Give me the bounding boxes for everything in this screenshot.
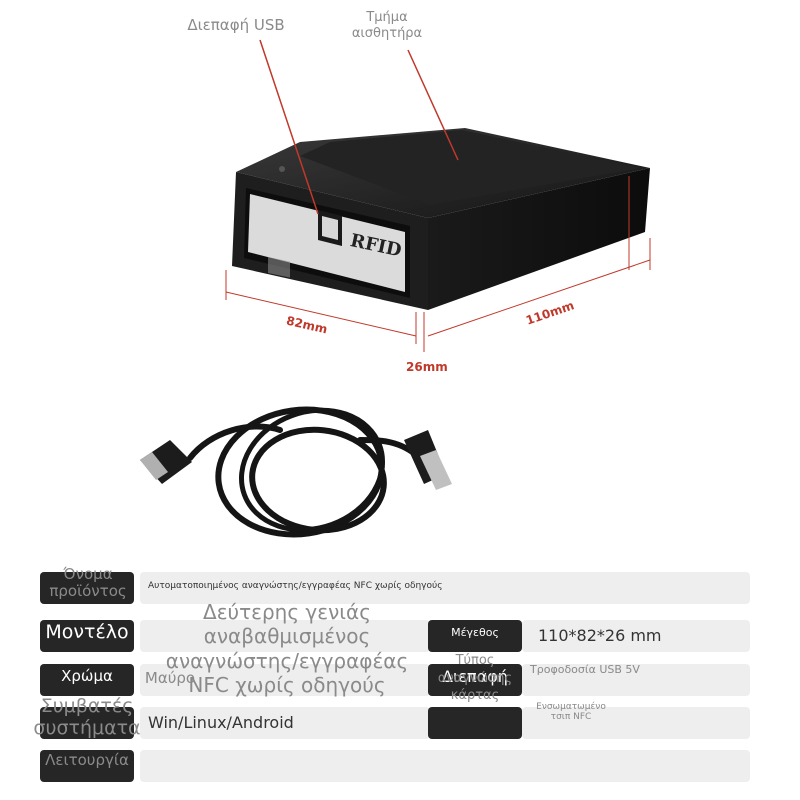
card-type-label: Τύπος αναγνώσης κάρτας	[437, 653, 513, 704]
label-tag-function	[40, 750, 134, 782]
height-dimension: 26mm	[406, 360, 448, 374]
compatible-systems-label: Συμβατές συστήματα	[33, 695, 141, 739]
label-tag-color	[40, 664, 134, 696]
interface-label: Διεπαφή	[442, 667, 508, 686]
product-name-value: Αυτοματοποιημένος αναγνώστης/εγγραφέας N…	[148, 581, 443, 591]
usb-b-connector	[140, 440, 192, 484]
sensor-area-callout: Τμήμα αισθητήρα	[351, 10, 423, 42]
size-label: Μέγεθος	[451, 626, 499, 639]
usb-a-connector	[404, 430, 452, 490]
color-value: Μαύρο	[144, 669, 196, 687]
sensor-callout-line	[407, 49, 459, 161]
spec-row-size-bar	[522, 620, 750, 652]
spec-row-interface-bar	[522, 664, 750, 696]
label-tag-interface	[428, 664, 522, 696]
spec-row-cardtype-bar	[522, 707, 750, 739]
compatible-systems-value: Win/Linux/Android	[148, 713, 294, 732]
usb-callout-line	[259, 39, 319, 215]
spec-row-model-bar	[140, 620, 430, 652]
model-label: Μοντέλο	[45, 621, 129, 643]
model-value: Δεύτερης γενιάς αναβαθμισμένος αναγνώστη…	[165, 600, 409, 698]
spec-row-product-name-bar	[140, 572, 750, 604]
color-label: Χρώμα	[61, 667, 113, 685]
spec-row-color-bar	[140, 664, 430, 696]
label-tag-product-name	[40, 572, 134, 604]
label-tag-cardtype	[428, 707, 522, 739]
label-tag-systems	[40, 707, 134, 739]
label-tag-model	[40, 620, 134, 652]
usb-interface-callout: Διεπαφή USB	[187, 16, 285, 34]
function-label: Λειτουργία	[45, 751, 129, 769]
product-illustration: RFID	[140, 39, 651, 538]
label-tag-size	[428, 620, 522, 652]
size-value: 110*82*26 mm	[538, 626, 662, 645]
usb-cable	[187, 406, 423, 538]
interface-value: Τροφοδοσία USB 5V	[530, 663, 640, 676]
spec-row-function-bar	[140, 750, 750, 782]
spec-row-systems-bar	[140, 707, 430, 739]
product-name-label: Όνομα προϊόντος	[49, 565, 127, 601]
rfid-reader-device	[232, 128, 650, 310]
card-type-value: Ενσωματωμένο τσιπ NFC	[536, 702, 606, 723]
